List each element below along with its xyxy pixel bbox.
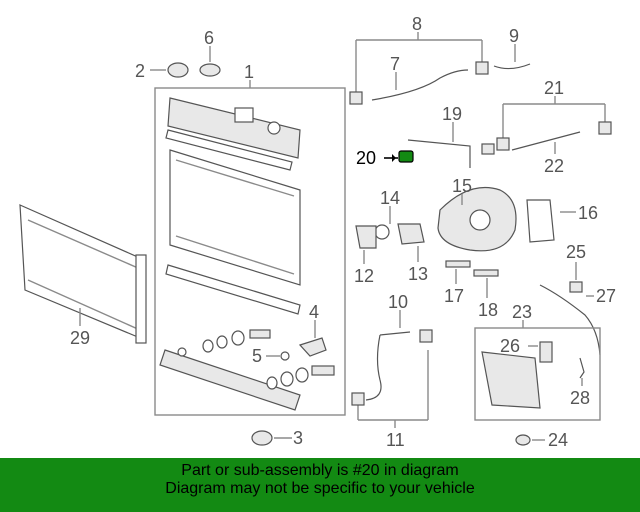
part-5-washer	[280, 351, 290, 361]
callout-26: 26	[500, 336, 520, 356]
callout-29: 29	[70, 328, 90, 348]
part-25-bolt	[569, 262, 583, 293]
radiator-lower-tank	[159, 347, 301, 411]
part-16-gasket	[526, 199, 576, 243]
callout-17: 17	[444, 286, 464, 306]
part-29-condenser	[19, 204, 147, 344]
part-21-bracket	[496, 96, 612, 151]
part-19-pipe	[407, 122, 495, 168]
radiator-mounts-upper	[202, 329, 271, 353]
banner-line-2: Diagram may not be specific to your vehi…	[165, 480, 475, 497]
part-11-bracket	[351, 350, 429, 428]
callout-23: 23	[512, 302, 532, 322]
parts-diagram: 1 2 3 4 5 6 7 8 9 10 11 12 13 14 15 16 1…	[19, 14, 616, 450]
part-8-bracket	[349, 32, 489, 105]
part-10-hose	[365, 310, 433, 401]
radiator-seal-upper	[165, 129, 293, 171]
callout-2: 2	[135, 61, 145, 81]
part-15-water-pump	[437, 186, 517, 252]
reservoir-box	[474, 327, 601, 421]
radiator-mounts-lower	[266, 365, 335, 390]
callout-20: 20	[356, 148, 376, 168]
info-banner: Part or sub-assembly is #20 in diagram D…	[0, 458, 640, 512]
callout-10: 10	[388, 292, 408, 312]
callout-21: 21	[544, 78, 564, 98]
callout-7: 7	[390, 54, 400, 74]
callout-4: 4	[309, 302, 319, 322]
callout-25: 25	[566, 242, 586, 262]
part-26-cap	[528, 341, 553, 363]
callout-9: 9	[509, 26, 519, 46]
callout-19: 19	[442, 104, 462, 124]
part-17-bolt	[445, 260, 471, 284]
callout-14: 14	[380, 188, 400, 208]
part-13-thermostat	[397, 223, 425, 245]
banner-line-1: Part or sub-assembly is #20 in diagram	[181, 462, 459, 479]
callout-16: 16	[578, 203, 598, 223]
callout-22: 22	[544, 156, 564, 176]
callout-3: 3	[293, 428, 303, 448]
callout-11: 11	[386, 430, 405, 450]
part-28-clip	[579, 357, 585, 386]
part-12-housing	[355, 225, 377, 249]
part-14-gasket	[374, 224, 390, 240]
part-3-cushion	[251, 430, 292, 446]
part-2-cap	[150, 62, 189, 78]
callout-5: 5	[252, 346, 262, 366]
part-20-clip	[384, 150, 414, 163]
callout-13: 13	[408, 264, 428, 284]
callout-15: 15	[452, 176, 472, 196]
part-9-hose	[493, 63, 531, 70]
callout-28: 28	[570, 388, 590, 408]
reservoir-tank	[481, 351, 541, 409]
part-27-hose	[539, 284, 601, 356]
part-4-bolt	[298, 320, 327, 357]
part-24-cap	[515, 434, 545, 446]
callout-27: 27	[596, 286, 616, 306]
radiator-seal-lower	[165, 264, 301, 315]
callout-6: 6	[204, 28, 214, 48]
callout-18: 18	[478, 300, 498, 320]
callout-24: 24	[548, 430, 568, 450]
part-6-cap	[199, 46, 221, 77]
callout-1: 1	[244, 62, 254, 82]
radiator-upper-tank	[167, 97, 301, 159]
callout-12: 12	[354, 266, 374, 286]
radiator-core	[169, 149, 301, 286]
callout-8: 8	[412, 14, 422, 34]
part-7-hose	[371, 69, 469, 101]
part-18-stud	[473, 269, 499, 298]
part-22-hose	[511, 131, 581, 151]
